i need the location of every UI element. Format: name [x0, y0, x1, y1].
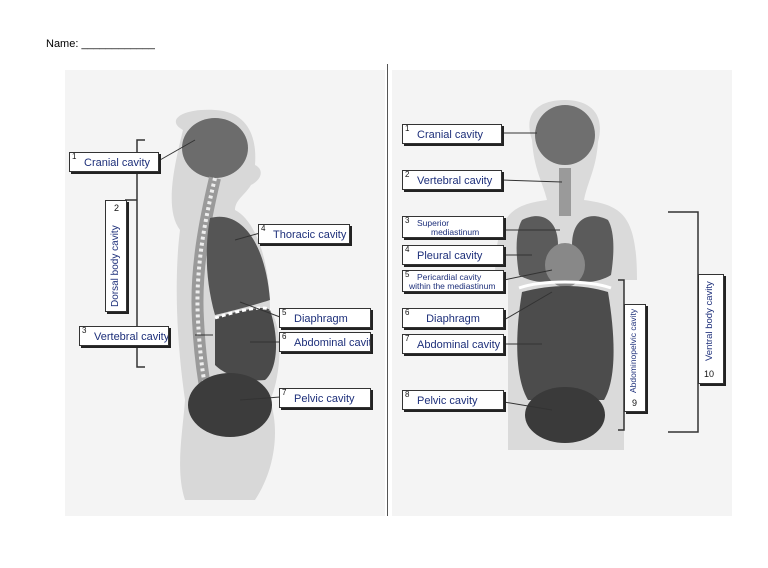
right-label-superior-mediastinum[interactable]: 3 Superior mediastinum	[402, 216, 504, 238]
left-diagram-panel: 1 Cranial cavity 4 Thoracic cavity 3 Ver…	[65, 70, 385, 516]
front-view-body-illustration	[392, 70, 732, 516]
right-label-diaphragm[interactable]: 6 Diaphragm	[402, 308, 504, 328]
left-vertical-dorsal-body-cavity[interactable]: 2 Dorsal body cavity	[105, 200, 127, 312]
right-label-pleural-cavity[interactable]: 4 Pleural cavity	[402, 245, 504, 265]
left-label-cranial-cavity[interactable]: 1 Cranial cavity	[69, 152, 159, 172]
right-label-pelvic-cavity[interactable]: 8 Pelvic cavity	[402, 390, 504, 410]
side-view-body-illustration	[65, 70, 385, 516]
right-label-pericardial-cavity[interactable]: 5 Pericardial cavity within the mediasti…	[402, 270, 504, 292]
panel-divider	[387, 64, 388, 516]
left-label-diaphragm[interactable]: 5 Diaphragm	[279, 308, 371, 328]
left-label-abdominal-cavity[interactable]: 6 Abdominal cavity	[279, 332, 371, 352]
left-label-thoracic-cavity[interactable]: 4 Thoracic cavity	[258, 224, 350, 244]
right-diagram-panel: 1 Cranial cavity 2 Vertebral cavity 3 Su…	[392, 70, 732, 516]
right-label-abdominal-cavity[interactable]: 7 Abdominal cavity	[402, 334, 504, 354]
right-label-vertebral-cavity[interactable]: 2 Vertebral cavity	[402, 170, 502, 190]
right-label-cranial-cavity[interactable]: 1 Cranial cavity	[402, 124, 502, 144]
left-label-pelvic-cavity[interactable]: 7 Pelvic cavity	[279, 388, 371, 408]
name-field: Name: ____________	[46, 38, 155, 50]
right-vertical-ventral-body-cavity[interactable]: Ventral body cavity 10	[698, 274, 724, 384]
right-vertical-abdominopelvic-cavity[interactable]: Abdominopelvic cavity 9	[624, 304, 646, 412]
left-label-vertebral-cavity[interactable]: 3 Vertebral cavity	[79, 326, 169, 346]
